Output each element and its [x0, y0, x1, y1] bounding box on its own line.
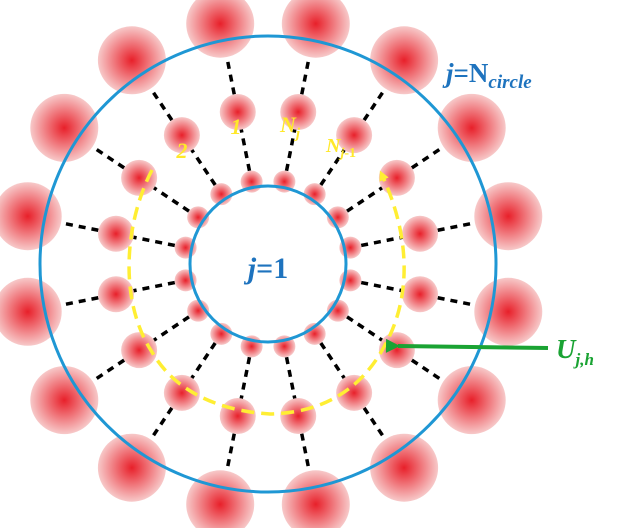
inner-node — [210, 322, 233, 345]
outer-node — [370, 26, 439, 95]
node-nj-label: Nj — [279, 112, 301, 142]
outer-node — [437, 366, 506, 435]
middle-node — [280, 93, 317, 130]
node-nj-minus-1-label: Nj-1 — [325, 135, 356, 161]
pointer-label: Uj,h — [556, 334, 594, 369]
outer-node — [186, 470, 255, 528]
middle-node — [280, 398, 317, 435]
pointer-arrow — [385, 338, 549, 353]
middle-node — [121, 332, 158, 369]
outer-node — [97, 26, 166, 95]
inner-node — [187, 299, 210, 322]
middle-node — [97, 215, 134, 252]
nodes-layer — [0, 0, 543, 528]
inner-node — [210, 183, 233, 206]
middle-node — [402, 215, 439, 252]
middle-node — [163, 374, 200, 411]
outer-node — [30, 366, 99, 435]
outer-circle-label: j=Ncircle — [442, 58, 532, 93]
outer-node — [474, 277, 543, 346]
inner-node — [303, 183, 326, 206]
inner-node — [326, 206, 349, 229]
inner-node — [303, 322, 326, 345]
middle-node — [163, 117, 200, 154]
middle-node — [121, 159, 158, 196]
outer-node — [0, 182, 62, 251]
node-2-label: 2 — [176, 138, 188, 163]
outer-node — [30, 93, 99, 162]
outer-node — [437, 93, 506, 162]
outer-node — [370, 433, 439, 502]
inner-circle-label: j=1 — [244, 252, 288, 285]
outer-node — [97, 433, 166, 502]
outer-node — [281, 0, 350, 58]
traversal-path — [127, 169, 406, 416]
inner-node — [326, 299, 349, 322]
outer-node — [0, 277, 62, 346]
middle-node — [402, 276, 439, 313]
middle-node — [97, 276, 134, 313]
outer-node — [186, 0, 255, 58]
middle-node — [336, 374, 373, 411]
node-1-label: 1 — [231, 114, 242, 139]
middle-node — [378, 332, 415, 369]
middle-node — [336, 117, 373, 154]
middle-node — [219, 398, 256, 435]
outer-node — [474, 182, 543, 251]
middle-node — [378, 159, 415, 196]
outer-circle — [38, 34, 498, 494]
outer-node — [281, 470, 350, 528]
inner-circle — [188, 184, 348, 344]
middle-node — [219, 93, 256, 130]
inner-node — [187, 206, 210, 229]
